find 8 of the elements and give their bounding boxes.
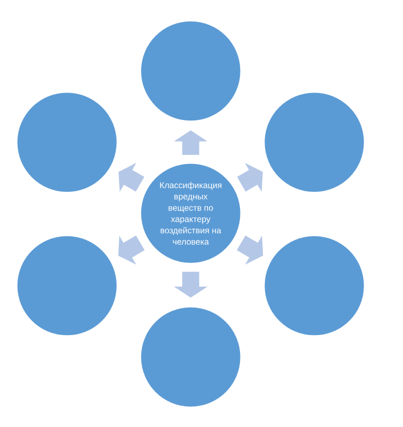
block-arrow bbox=[118, 235, 145, 265]
block-arrow bbox=[237, 162, 263, 192]
circle bbox=[16, 92, 118, 193]
circle bbox=[16, 235, 118, 336]
circle bbox=[140, 306, 242, 408]
circle bbox=[264, 92, 365, 193]
circle bbox=[264, 235, 365, 336]
circle bbox=[140, 20, 242, 122]
